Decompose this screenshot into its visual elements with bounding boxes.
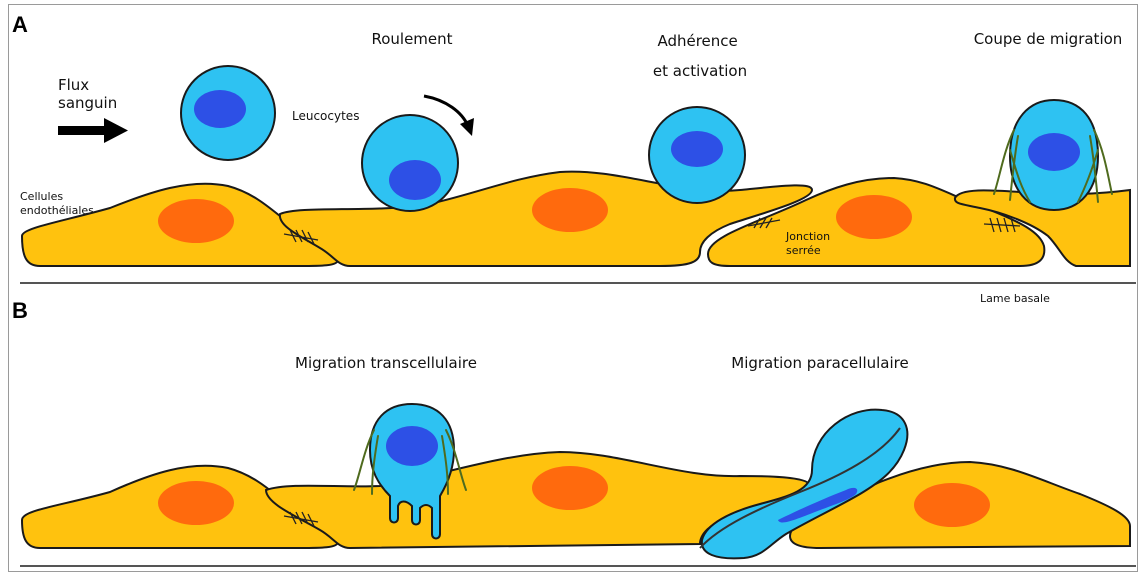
label-adherence-line2: et activation	[653, 62, 747, 80]
nucleus-a3	[836, 195, 912, 239]
label-jonction-line2: serrée	[786, 244, 821, 257]
label-lame: Lame basale	[980, 292, 1050, 305]
rolling-arrowhead-icon	[460, 118, 474, 136]
label-coupe: Coupe de migration	[974, 30, 1123, 48]
label-roulement: Roulement	[371, 30, 452, 48]
label-adherence-line1: Adhérence	[657, 32, 737, 50]
panel-b-letter: B	[12, 298, 28, 323]
leukocyte-adherent	[649, 107, 745, 203]
label-cellules: Cellules endothéliales	[20, 190, 94, 217]
leukocyte-nucleus	[386, 426, 438, 466]
leukocyte-nucleus	[1028, 133, 1080, 171]
label-adherence: Adhérence et activation	[653, 32, 747, 80]
leukocyte-nucleus	[671, 131, 723, 167]
blood-flow-arrow-icon	[58, 118, 128, 143]
nucleus-b3	[914, 483, 990, 527]
label-cellules-line1: Cellules	[20, 190, 63, 203]
leukocyte-rolling	[362, 115, 458, 211]
nucleus-a2	[532, 188, 608, 232]
nucleus-b2	[532, 466, 608, 510]
label-flux-line1: Flux	[58, 76, 89, 94]
leukocyte-nucleus	[389, 160, 441, 200]
nucleus-b1	[158, 481, 234, 525]
leukocyte-nucleus	[194, 90, 246, 128]
label-trans: Migration transcellulaire	[295, 354, 477, 372]
nucleus-a1	[158, 199, 234, 243]
label-leucocytes: Leucocytes	[292, 109, 359, 123]
leukocyte-free	[181, 66, 275, 160]
label-flux: Flux sanguin	[58, 76, 117, 112]
label-flux-line2: sanguin	[58, 94, 117, 112]
label-jonction-line1: Jonction	[785, 230, 830, 243]
panel-a-letter: A	[12, 12, 28, 37]
label-para: Migration paracellulaire	[731, 354, 908, 372]
